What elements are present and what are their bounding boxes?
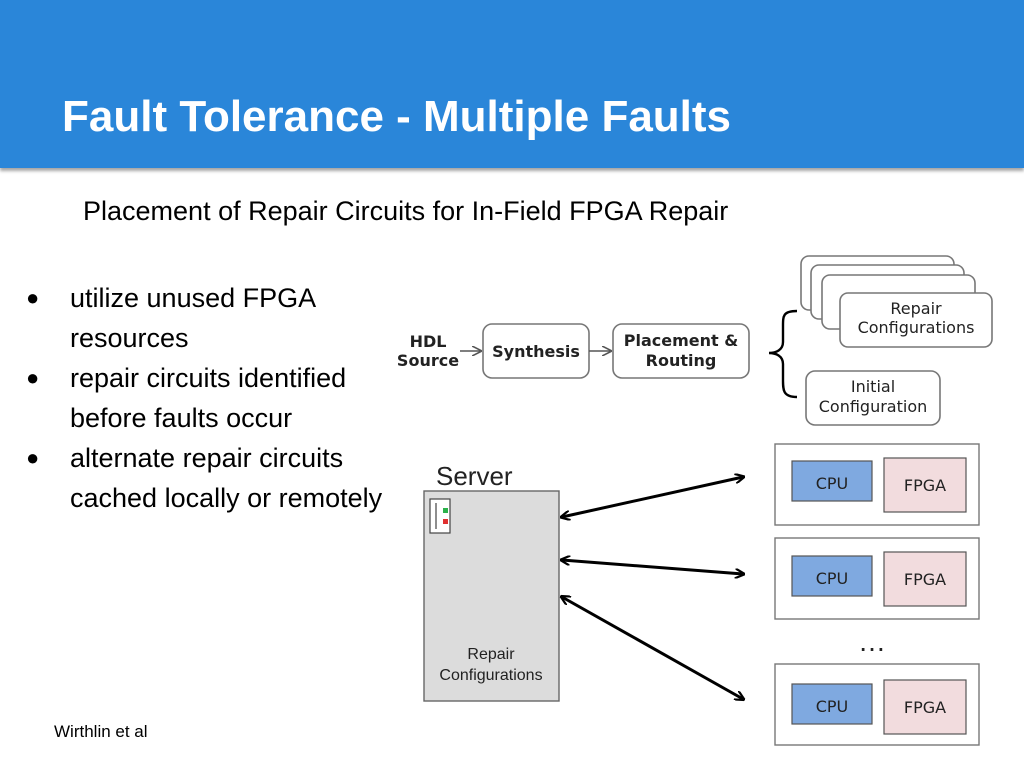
fpga-label: FPGA: [904, 570, 946, 589]
bullet-dot-icon: ●: [26, 365, 40, 390]
compute-node: CPU FPGA: [774, 663, 980, 746]
bullet-text: repair circuits identified before faults…: [70, 363, 347, 433]
slide-subtitle: Placement of Repair Circuits for In-Fiel…: [83, 196, 729, 226]
credit-text: Wirthlin et al: [54, 722, 148, 741]
server-label-line: Repair: [467, 646, 515, 663]
server-node-arrow: [562, 597, 743, 699]
server-title: Server: [436, 461, 513, 491]
fpga-label: FPGA: [904, 698, 946, 717]
placement-routing-line: Routing: [646, 351, 717, 370]
bullet-text: utilize unused FPGA resources: [70, 283, 315, 353]
fpga-box: [883, 679, 967, 735]
initial-config-box: [805, 370, 941, 426]
placement-routing-box: [612, 323, 750, 379]
bullet-item: ● alternate repair circuits cached locall…: [26, 438, 396, 518]
compute-node: CPU FPGA: [774, 537, 980, 620]
fpga-box: [883, 457, 967, 513]
repair-config-line: Repair: [890, 299, 942, 318]
cpu-box: [791, 555, 873, 597]
cpu-box: [791, 460, 873, 502]
repair-config-line: Configurations: [858, 318, 975, 337]
placement-routing-line: Placement &: [624, 331, 738, 350]
bullet-list: ● utilize unused FPGA resources ● repair c…: [26, 278, 396, 518]
initial-config-line: Initial: [851, 377, 895, 396]
bullet-dot-icon: ●: [26, 445, 40, 470]
hdl-source-line: HDL: [410, 332, 447, 351]
ellipsis-text: …: [858, 626, 886, 657]
bullet-item: ● utilize unused FPGA resources: [26, 278, 396, 358]
fpga-box: [883, 551, 967, 607]
cpu-label: CPU: [816, 474, 849, 493]
cpu-box: [791, 683, 873, 725]
cpu-label: CPU: [816, 569, 849, 588]
server-label-line: Configurations: [439, 667, 542, 684]
title-bar: Fault Tolerance - Multiple Faults: [0, 0, 1024, 168]
repair-config-card-front: [839, 292, 993, 348]
bullet-item: ● repair circuits identified before fault…: [26, 358, 396, 438]
bullet-dot-icon: ●: [26, 285, 40, 310]
slide-title: Fault Tolerance - Multiple Faults: [62, 92, 732, 141]
server-status-icon: [429, 498, 451, 534]
initial-config-line: Configuration: [819, 397, 928, 416]
bullet-text: alternate repair circuits cached locally…: [70, 443, 383, 513]
cpu-label: CPU: [816, 697, 849, 716]
server-node-arrow: [562, 477, 743, 517]
curly-brace: [768, 309, 798, 399]
synthesis-label: Synthesis: [492, 342, 580, 361]
hdl-source-line: Source: [397, 351, 459, 370]
compute-node: CPU FPGA: [774, 443, 980, 526]
server-node-arrow: [562, 560, 743, 574]
fpga-label: FPGA: [904, 476, 946, 495]
hdl-source-label: HDL Source: [397, 332, 459, 370]
